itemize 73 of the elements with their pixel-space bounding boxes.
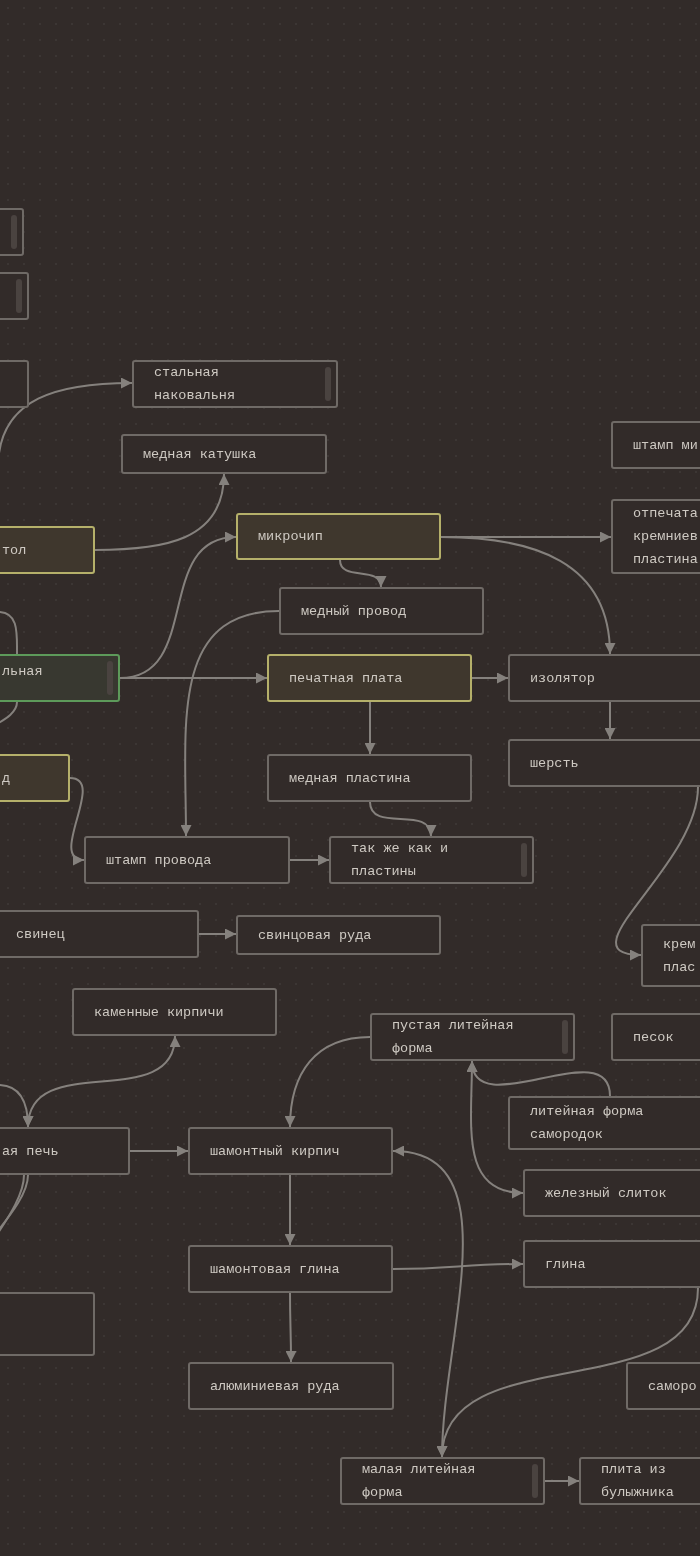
arrow [615, 786, 699, 960]
arrow [180, 610, 280, 837]
item-label: саморо [648, 1377, 697, 1396]
arrow [466, 1060, 524, 1198]
item-label: стальная наковальня [154, 364, 236, 405]
item-label: ая печь [2, 1142, 59, 1161]
item-box [508, 1096, 700, 1150]
item-label: шерсть [530, 754, 579, 773]
item-label: шамонтовая глина [210, 1260, 340, 1279]
item-label: изолятор [530, 669, 595, 688]
item-label: микрочип [258, 528, 323, 546]
item-box [579, 1457, 700, 1505]
item-box [84, 836, 290, 884]
item-label: алюминиевая руда [210, 1377, 340, 1396]
item-label: свинцовая руда [258, 926, 372, 945]
arrow [284, 1174, 296, 1246]
item-box [132, 360, 338, 408]
item-box [329, 836, 534, 884]
item-label: штамп ми [633, 436, 698, 455]
item-box [72, 988, 277, 1036]
item-box [508, 739, 700, 787]
arrow [94, 473, 229, 551]
arrow [289, 854, 330, 866]
arrow [119, 672, 268, 684]
item-box [370, 1013, 575, 1061]
arrow [440, 536, 615, 655]
item-label: песок [633, 1028, 674, 1047]
arrow [392, 1258, 524, 1270]
arrow [438, 1287, 699, 1458]
arrow [604, 701, 616, 740]
item-label: глина [545, 1255, 586, 1274]
arrow [364, 701, 376, 755]
item-label: свинец [16, 925, 65, 944]
item-label: медный провод [301, 602, 407, 621]
item-label: железный слиток [545, 1184, 667, 1203]
item-box [236, 513, 441, 560]
item-box [340, 1457, 545, 1505]
item-box [188, 1127, 393, 1175]
arrow [284, 1036, 371, 1128]
arrow [471, 672, 509, 684]
item-label: медная катушка [143, 445, 257, 464]
item-box [523, 1169, 700, 1217]
item-label: медная пластина [289, 769, 411, 788]
arrow [198, 928, 237, 940]
item-label: плита из булыжника [601, 1461, 675, 1502]
item-box [188, 1362, 394, 1410]
item-label: малая литейная форма [362, 1461, 477, 1502]
item-box [508, 654, 700, 702]
item-label: тол [2, 541, 27, 560]
item-label: печатная плата [289, 669, 403, 688]
item-label: д [2, 769, 11, 788]
arrow [369, 801, 435, 837]
item-box [523, 1240, 700, 1288]
item-label: крем плас [663, 935, 697, 977]
arrow [129, 1145, 189, 1157]
arrow [544, 1475, 580, 1487]
item-label: так же как и пластины [351, 840, 450, 881]
item-label: шамонтный кирпич [210, 1142, 340, 1161]
item-box [121, 434, 327, 474]
item-box [188, 1245, 393, 1293]
item-label: пустая литейная форма [392, 1017, 515, 1058]
item-label: штамп провода [106, 851, 212, 870]
item-box [279, 587, 484, 635]
arrow [339, 559, 385, 588]
item-box [267, 754, 472, 802]
item-box [236, 915, 441, 955]
arrow [285, 1292, 297, 1363]
item-label: льная [2, 663, 43, 681]
item-label: каменные кирпичи [94, 1003, 224, 1022]
item-label: литейная форма самородок [530, 1103, 645, 1144]
item-label: отпечата кремниев пластина [633, 505, 699, 569]
arrow [0, 1084, 34, 1128]
item-box [267, 654, 472, 702]
